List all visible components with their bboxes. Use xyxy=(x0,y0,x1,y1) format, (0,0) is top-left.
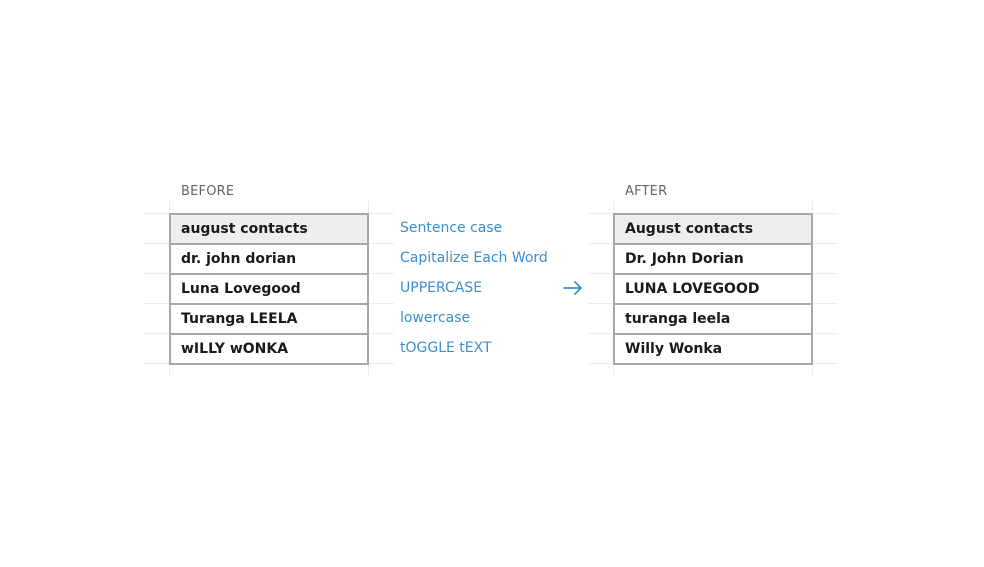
capitalize-each-word-option[interactable]: Capitalize Each Word xyxy=(400,250,548,266)
before-cell[interactable]: wILLY wONKA xyxy=(171,335,367,363)
after-cell[interactable]: Dr. John Dorian xyxy=(615,245,811,275)
after-cell-range[interactable]: August contacts Dr. John Dorian LUNA LOV… xyxy=(613,213,813,365)
uppercase-option[interactable]: UPPERCASE xyxy=(400,280,483,296)
before-label: BEFORE xyxy=(181,184,235,199)
after-label: AFTER xyxy=(625,184,668,199)
before-cell[interactable]: Turanga LEELA xyxy=(171,305,367,335)
before-cell-header[interactable]: august contacts xyxy=(171,215,367,245)
before-cell[interactable]: dr. john dorian xyxy=(171,245,367,275)
sentence-case-option[interactable]: Sentence case xyxy=(400,220,503,236)
before-cell[interactable]: Luna Lovegood xyxy=(171,275,367,305)
case-operations-list: Sentence case Capitalize Each Word UPPER… xyxy=(400,213,570,363)
before-cell-range[interactable]: august contacts dr. john dorian Luna Lov… xyxy=(169,213,369,365)
toggle-text-option[interactable]: tOGGLE tEXT xyxy=(400,340,492,356)
after-cell[interactable]: LUNA LOVEGOOD xyxy=(615,275,811,305)
after-cell[interactable]: turanga leela xyxy=(615,305,811,335)
after-cell-header[interactable]: August contacts xyxy=(615,215,811,245)
lowercase-option[interactable]: lowercase xyxy=(400,310,471,326)
arrow-right-icon xyxy=(563,281,582,295)
after-cell[interactable]: Willy Wonka xyxy=(615,335,811,363)
